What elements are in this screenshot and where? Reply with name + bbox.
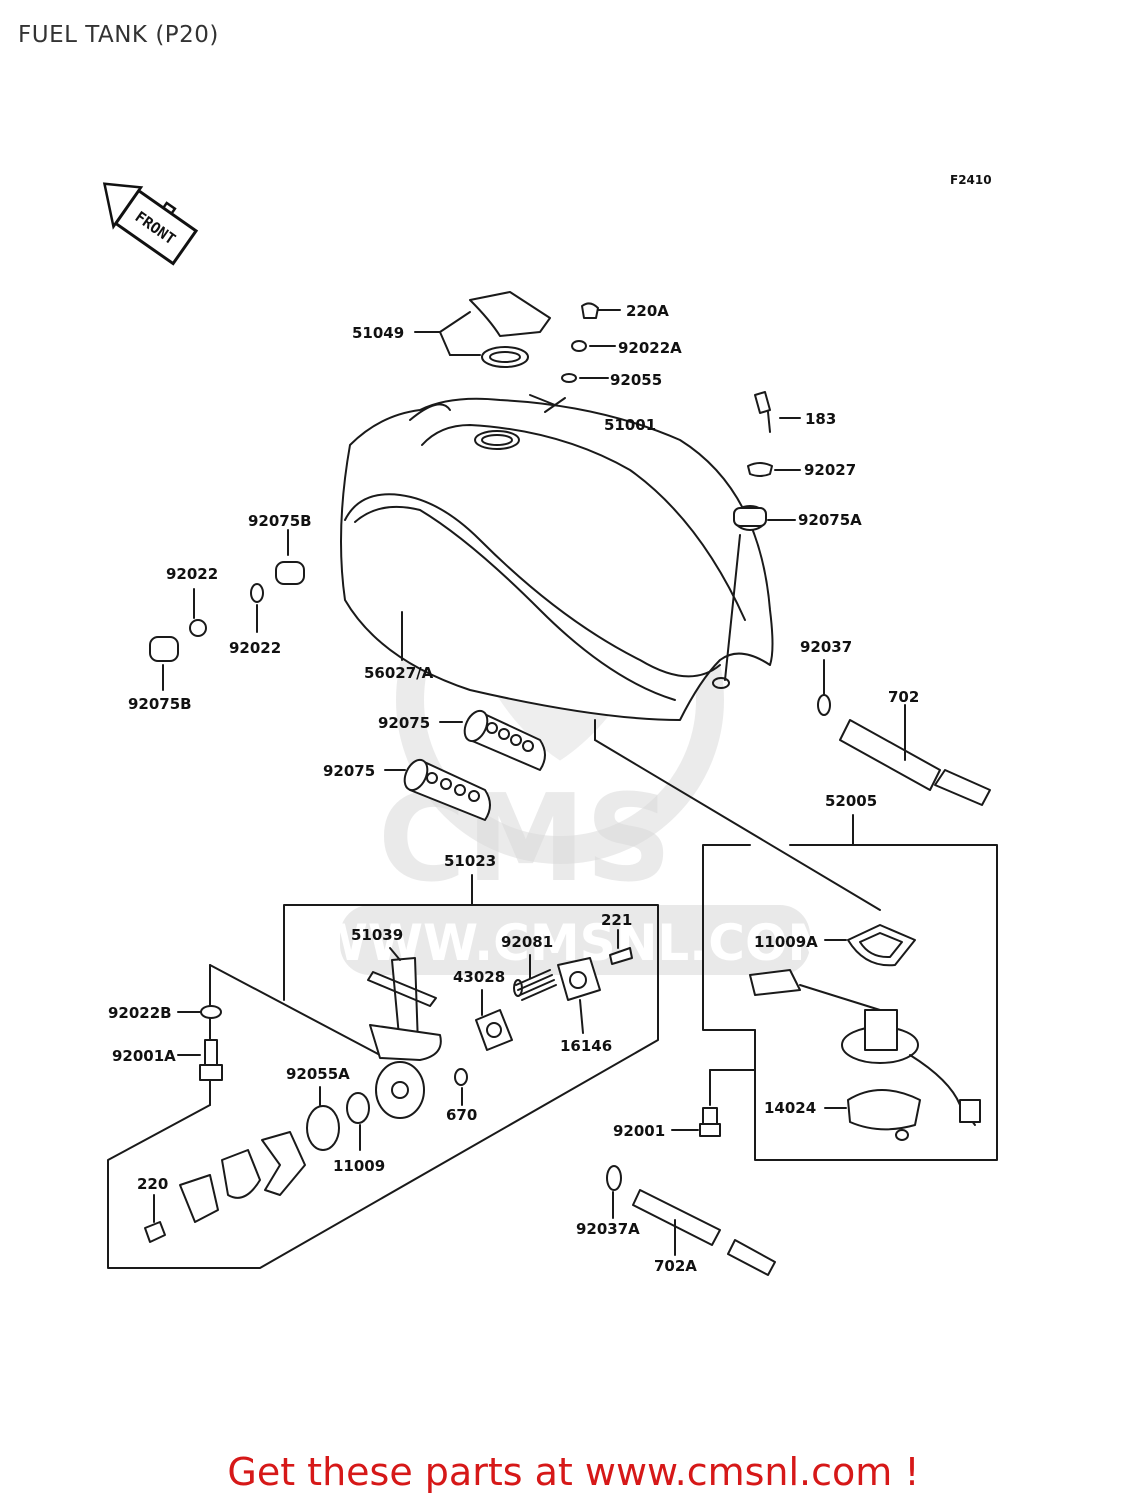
part-label: 670 <box>446 1106 477 1124</box>
part-label: 92022B <box>108 1004 172 1022</box>
part-label: 92075 <box>323 762 375 780</box>
part-label: 43028 <box>453 968 505 986</box>
part-label: 51039 <box>351 926 403 944</box>
part-label: 11009 <box>333 1157 385 1175</box>
part-labels: 51049 220A 92022A 92055 51001 183 92027 … <box>108 302 919 1275</box>
rubber-damper-upper <box>463 709 546 771</box>
part-label: 92055 <box>610 371 662 389</box>
front-arrow-icon: FRONT <box>102 182 199 266</box>
part-label: 92022 <box>166 565 218 583</box>
part-label: 92022A <box>618 339 682 357</box>
part-label: 52005 <box>825 792 877 810</box>
part-label: 221 <box>601 911 632 929</box>
page-title: FUEL TANK (P20) <box>18 22 219 48</box>
part-label: 92037 <box>800 638 852 656</box>
part-label: 702A <box>654 1257 697 1275</box>
part-label: 92001 <box>613 1122 665 1140</box>
part-label: 92075 <box>378 714 430 732</box>
part-label: 702 <box>888 688 919 706</box>
part-label: 92037A <box>576 1220 640 1238</box>
part-label: 11009A <box>754 933 818 951</box>
part-label: 220 <box>137 1175 168 1193</box>
part-label: 220A <box>626 302 669 320</box>
fuel-tank-shape <box>340 397 774 721</box>
promo-link[interactable]: Get these parts at www.cmsnl.com ! <box>227 1450 920 1494</box>
part-label: 92075B <box>128 695 192 713</box>
part-label: 92055A <box>286 1065 350 1083</box>
part-label: 92001A <box>112 1047 176 1065</box>
part-label: 16146 <box>560 1037 612 1055</box>
part-label: 183 <box>805 410 836 428</box>
part-label: 51049 <box>352 324 404 342</box>
part-label: 51001 <box>604 416 656 434</box>
part-label: 92075A <box>798 511 862 529</box>
part-label: 92075B <box>248 512 312 530</box>
part-label: 14024 <box>764 1099 816 1117</box>
rubber-damper-lower <box>403 758 491 821</box>
part-label: 56027/A <box>364 664 434 682</box>
part-label: 92081 <box>501 933 553 951</box>
part-label: 92022 <box>229 639 281 657</box>
part-label: 51023 <box>444 852 496 870</box>
part-label: 92027 <box>804 461 856 479</box>
diagram-code: F2410 <box>950 173 992 187</box>
